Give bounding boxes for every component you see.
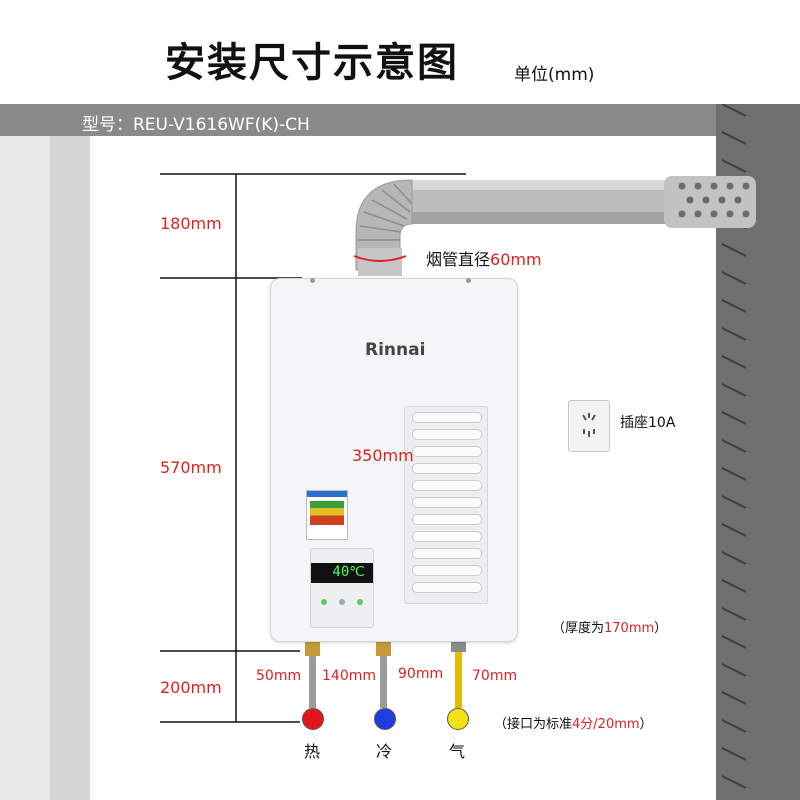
- left-wall-edge: [50, 136, 90, 800]
- energy-label: [306, 490, 348, 540]
- pipe-spacing-1: 50mm: [256, 668, 302, 684]
- cold-water-label: 冷: [376, 742, 393, 761]
- temp-up-button: [357, 599, 363, 605]
- bottom-clearance-label: 200mm: [160, 678, 222, 697]
- top-clearance-label: 180mm: [160, 214, 222, 233]
- display-screen: 40℃: [311, 563, 373, 583]
- heater-width-label: 350mm: [352, 446, 414, 465]
- socket-label: 插座10A: [620, 415, 676, 431]
- gas-label: 气: [449, 742, 466, 761]
- ceiling-bar: [0, 104, 716, 136]
- interface-suffix: ）: [639, 717, 653, 732]
- temp-down-button: [339, 599, 345, 605]
- flue-pipe: [353, 176, 756, 276]
- interface-prefix: （接口为标准: [494, 717, 573, 732]
- pipe-spacing-3: 90mm: [398, 666, 444, 682]
- brand-logo: Rinnai: [365, 340, 426, 360]
- power-button: [321, 599, 327, 605]
- hot-water-connection-icon: [302, 708, 324, 730]
- thickness-suffix: ）: [654, 621, 668, 636]
- interface-note: （接口为标准4分/20mm）: [494, 713, 653, 732]
- flue-value: 60mm: [490, 250, 542, 269]
- thickness-note: （厚度为170mm）: [552, 617, 667, 636]
- interface-value: 4分/20mm: [572, 717, 640, 732]
- pipe-spacing-4: 70mm: [472, 668, 518, 684]
- control-panel: 40℃: [310, 548, 374, 628]
- mount-screw: [466, 278, 471, 283]
- connection-pipes: [305, 640, 466, 708]
- cold-water-connection-icon: [374, 708, 396, 730]
- hot-water-label: 热: [304, 742, 321, 761]
- temperature-readout: 40℃: [332, 564, 365, 580]
- unit-label: 单位(mm): [514, 65, 595, 85]
- diagram-title: 安装尺寸示意图: [165, 40, 459, 86]
- socket-holes: [582, 413, 596, 437]
- flue-prefix: 烟管直径: [426, 250, 491, 269]
- gas-connection-icon: [447, 708, 469, 730]
- model-label: 型号：REU-V1616WF(K)-CH: [82, 115, 310, 135]
- thickness-value: 170mm: [604, 621, 655, 636]
- front-vent: [404, 406, 488, 604]
- power-socket: [568, 400, 610, 452]
- flue-diameter-label: 烟管直径60mm: [426, 246, 542, 270]
- pipe-spacing-2: 140mm: [322, 668, 376, 684]
- heater-height-label: 570mm: [160, 458, 222, 477]
- mount-screw: [310, 278, 315, 283]
- thickness-prefix: （厚度为: [552, 621, 605, 636]
